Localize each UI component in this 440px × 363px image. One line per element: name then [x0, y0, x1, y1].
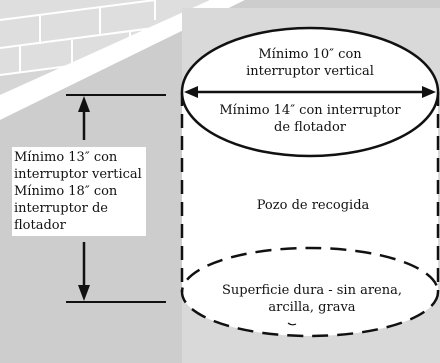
pit-bottom-ellipse [180, 246, 440, 338]
float-diameter-line1: Mínimo 14″ con interruptor [219, 103, 401, 118]
depth-label: Mínimo 13″ con interruptor vertical Míni… [12, 147, 146, 236]
depth-line1: Mínimo 13″ con [14, 150, 118, 165]
depth-arrow-up-head [78, 96, 90, 112]
pit-label: Pozo de recogida [256, 198, 370, 213]
diameter-arrow-right-head [422, 86, 436, 98]
top-diameter-label: Mínimo 10″ con interruptor vertical [246, 46, 374, 80]
top-diameter-line1: Mínimo 10″ con [258, 47, 362, 62]
depth-line3: Mínimo 18″ con [14, 184, 118, 199]
depth-arrow-down-head [78, 285, 90, 301]
pit-bottom-fill [182, 248, 438, 336]
depth-line2: interruptor vertical [14, 167, 142, 182]
diameter-arrow-left-head [184, 86, 198, 98]
float-diameter-line2: de flotador [274, 120, 346, 135]
float-diameter-label: Mínimo 14″ con interruptor de flotador [219, 102, 400, 136]
top-diameter-line2: interruptor vertical [246, 64, 374, 79]
surface-label: Superficie dura - sin arena, arcilla, gr… [222, 282, 402, 316]
depth-line5: flotador [14, 218, 66, 233]
surface-line1: Superficie dura - sin arena, [221, 283, 403, 298]
surface-line2: arcilla, grava [268, 300, 356, 315]
bottom-mark [287, 322, 297, 326]
depth-line4: interruptor de [14, 201, 108, 216]
